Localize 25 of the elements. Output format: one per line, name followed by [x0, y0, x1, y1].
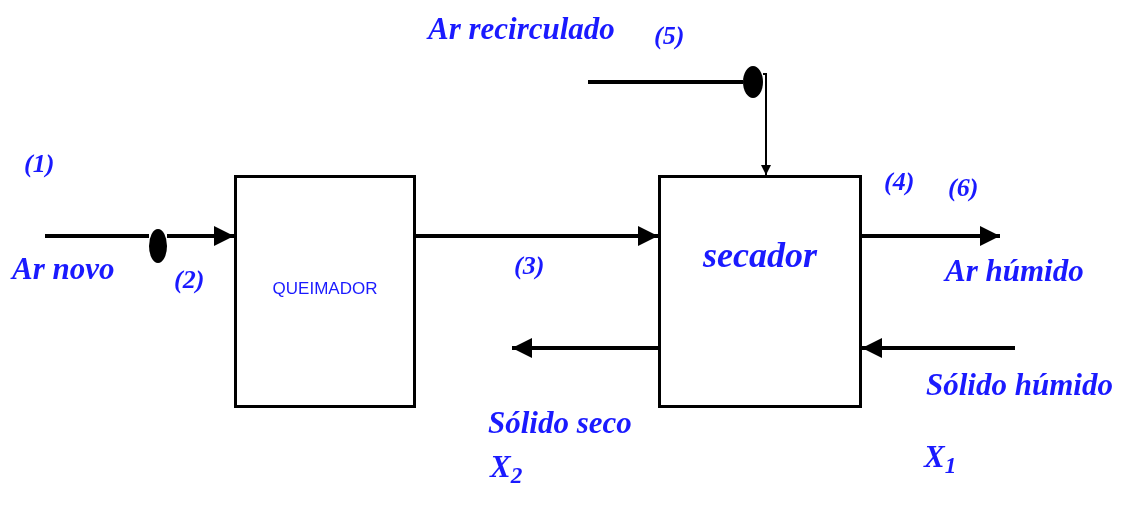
process-box	[658, 175, 862, 408]
stream-label: (5)	[654, 20, 685, 52]
stream-label: Ar recirculado	[428, 10, 615, 48]
stream-label: X$_{2}$	[490, 448, 523, 487]
process-box	[234, 175, 416, 408]
stream-label: X$_{1}$	[924, 438, 957, 477]
stream-label: Ar novo	[12, 250, 115, 288]
flow-arrow	[512, 338, 658, 358]
process-label: secador	[703, 234, 817, 277]
valve-dot	[743, 66, 763, 98]
stream-label: (4)	[884, 166, 915, 198]
flow-arrow	[416, 226, 658, 246]
process-label: QUEIMADOR	[272, 278, 378, 300]
stream-label: (1)	[24, 148, 55, 180]
flow-arrow	[761, 73, 771, 176]
flow-arrow	[167, 226, 234, 246]
stream-label: (2)	[174, 264, 205, 296]
stream-label: (3)	[514, 250, 545, 282]
stream-label: Sólido seco	[488, 404, 632, 442]
flow-arrow	[862, 338, 1015, 358]
stream-label: (6)	[948, 172, 979, 204]
stream-label: Sólido húmido	[926, 366, 1113, 404]
stream-label: Ar húmido	[945, 252, 1084, 290]
flow-arrow	[862, 226, 1000, 246]
valve-dot	[149, 229, 167, 263]
